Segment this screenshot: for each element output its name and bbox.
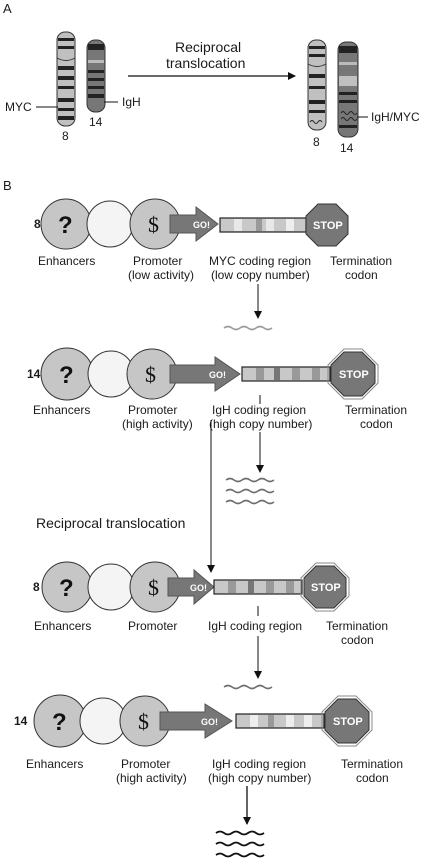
panel-a-label: A — [3, 1, 12, 16]
gene-row-3: 8 ? $ GO! STOP Enhancers Promoter IgH co… — [33, 561, 388, 647]
chr14-label: 14 — [89, 115, 103, 129]
stop-label: STOP — [333, 716, 363, 728]
igh-label: IgH — [122, 95, 141, 109]
stop-label: STOP — [313, 220, 343, 232]
chr8-translocated-label: 8 — [313, 135, 320, 149]
mrna-low-copy — [223, 325, 273, 331]
enhancers-label: Enhancers — [26, 757, 83, 771]
coding-region-label: IgH coding region — [208, 619, 302, 633]
row-chromosome-number: 14 — [27, 367, 41, 381]
coding-region-label: MYC coding region — [209, 254, 311, 268]
question-mark-icon: ? — [59, 362, 74, 389]
stop-sign — [303, 565, 347, 609]
enhancers-label: Enhancers — [38, 254, 95, 268]
promoter-label: Promoter — [128, 403, 177, 417]
dollar-icon: $ — [148, 212, 159, 237]
dollar-icon: $ — [145, 362, 156, 387]
go-arrow — [159, 703, 233, 739]
termination-label: Termination — [345, 403, 407, 417]
promoter-label: Promoter — [121, 757, 170, 771]
arrow-caption-line-1: Reciprocal — [175, 39, 241, 55]
go-arrow — [169, 205, 219, 243]
termination-label: Termination — [341, 757, 403, 771]
fusion-label: IgH/MYC — [371, 110, 420, 124]
promoter-label: Promoter — [133, 254, 182, 268]
panel-b-label: B — [3, 178, 12, 193]
gene-row-4: 14 ? $ GO! STOP Enhancers Promoter (high… — [14, 694, 403, 785]
codon-label: codon — [360, 417, 393, 431]
chromosome-8-translocated — [307, 39, 327, 131]
row-chromosome-number: 8 — [34, 217, 41, 231]
stop-sign — [330, 351, 376, 397]
mrna-very-high-copy — [215, 830, 265, 858]
arrow-caption-line-2: translocation — [166, 55, 245, 71]
go-label: GO! — [193, 220, 210, 230]
promoter-activity-label: (high activity) — [122, 417, 193, 431]
stop-label: STOP — [311, 582, 341, 594]
chr14-translocated-label: 14 — [340, 141, 354, 155]
termination-label: Termination — [326, 619, 388, 633]
question-mark-icon: ? — [58, 212, 73, 239]
question-mark-icon: ? — [52, 709, 67, 736]
chr8-label: 8 — [62, 129, 69, 143]
codon-label: codon — [341, 633, 374, 647]
promoter-activity-label: (low activity) — [128, 268, 194, 282]
coding-region-label: IgH coding region — [212, 757, 306, 771]
codon-label: codon — [356, 771, 389, 785]
spacer-circle — [79, 697, 127, 745]
copy-number-label: (low copy number) — [211, 268, 310, 282]
stop-sign — [305, 203, 349, 247]
translocation-heading: Reciprocal translocation — [36, 515, 185, 531]
copy-number-label: (high copy number) — [208, 771, 311, 785]
go-label: GO! — [190, 583, 207, 593]
stop-sign — [324, 698, 370, 744]
enhancers-label: Enhancers — [33, 403, 90, 417]
enhancers-label: Enhancers — [34, 619, 91, 633]
go-label: GO! — [209, 370, 226, 380]
spacer-circle — [86, 200, 134, 248]
row-chromosome-number: 8 — [33, 580, 40, 594]
stop-label: STOP — [339, 369, 369, 381]
promoter-label: Promoter — [128, 619, 177, 633]
row-chromosome-number: 14 — [14, 714, 28, 728]
chromosome-14-translocated — [337, 41, 359, 138]
promoter-activity-label: (high activity) — [116, 771, 187, 785]
gene-row-2: 14 ? $ GO! STOP Enhancers Promoter (high… — [27, 347, 407, 431]
termination-label: Termination — [330, 254, 392, 268]
question-mark-icon: ? — [59, 575, 74, 602]
go-label: GO! — [201, 717, 218, 727]
copy-number-label: (high copy number) — [209, 417, 312, 431]
myc-label: MYC — [5, 100, 32, 114]
codon-label: codon — [345, 268, 378, 282]
mrna-high-copy — [225, 477, 275, 505]
chromosome-14-original — [86, 39, 106, 113]
chromosome-8-original — [56, 31, 76, 127]
dollar-icon: $ — [138, 709, 149, 734]
spacer-circle — [87, 563, 135, 611]
mrna-low-copy-translocated — [223, 684, 273, 690]
coding-region-label: IgH coding region — [212, 403, 306, 417]
gene-row-1: 8 ? $ GO! STOP Enhancers Promoter (low a… — [34, 198, 392, 282]
go-arrow — [167, 568, 215, 606]
dollar-icon: $ — [148, 575, 159, 600]
go-arrow — [169, 356, 241, 392]
